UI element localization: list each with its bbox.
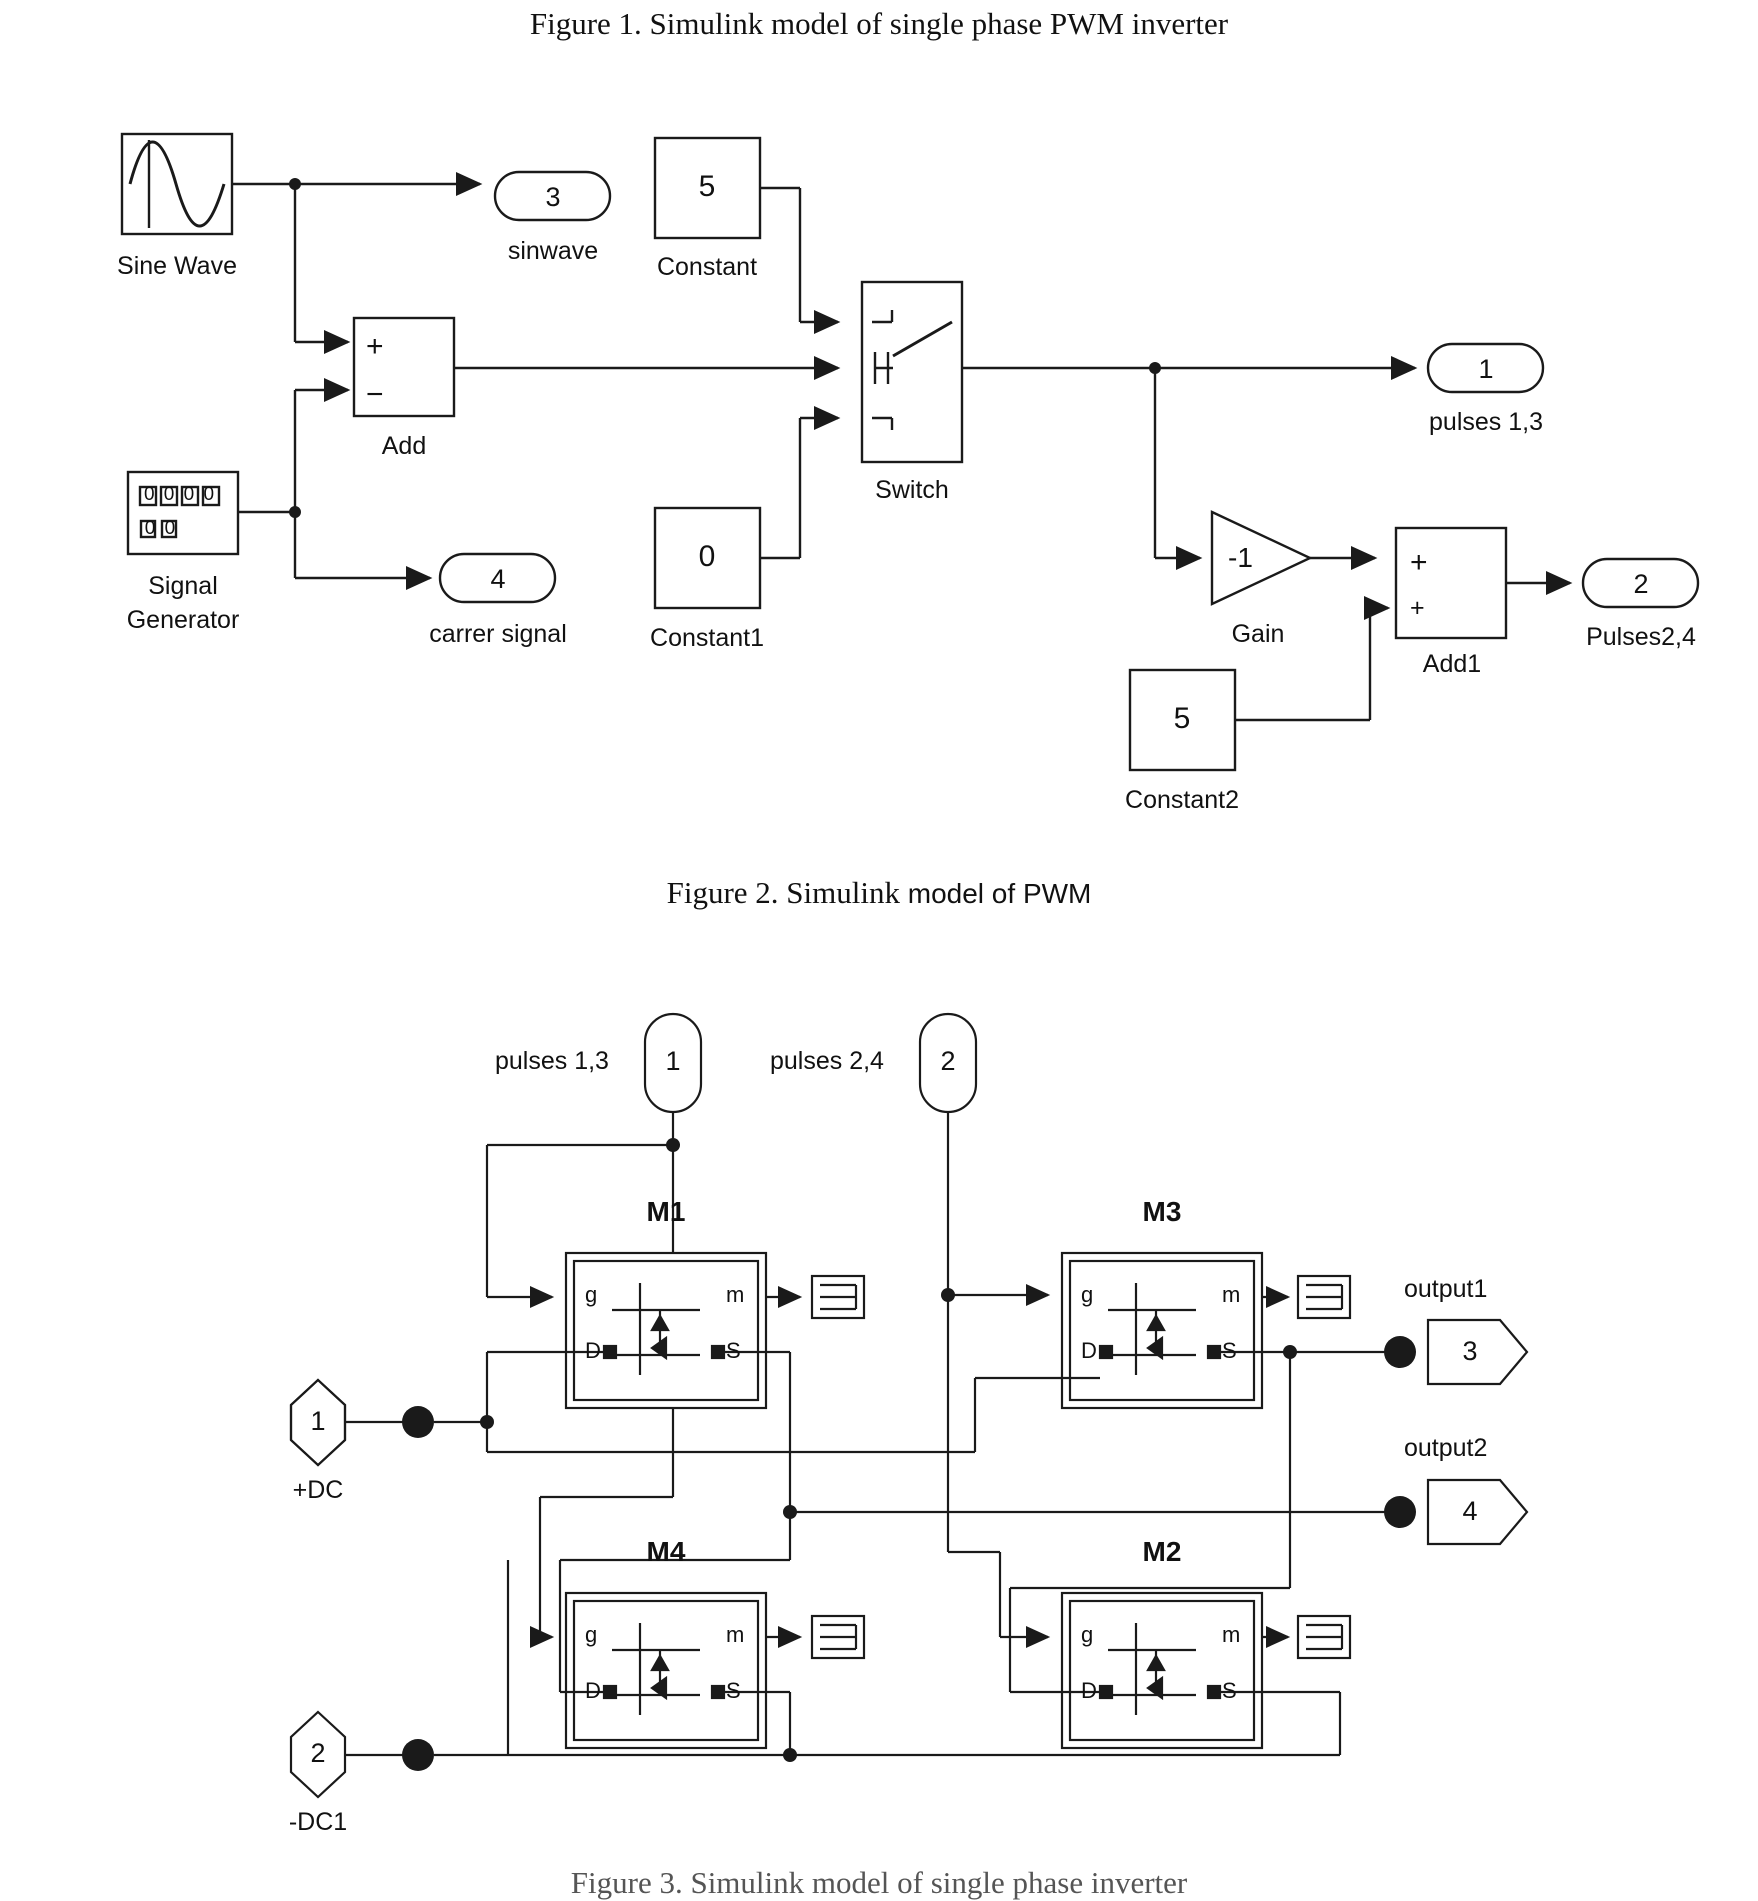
signal-generator-display-row2: 0 0 xyxy=(144,518,178,539)
m3-meas-label: m xyxy=(1222,1282,1241,1307)
minus-dc-inport xyxy=(289,1710,347,1799)
m1-source-label: S xyxy=(726,1338,741,1363)
pulses13-inport-number: 1 xyxy=(665,1046,681,1076)
m2-gate-label: g xyxy=(1081,1622,1094,1647)
output1-label: output1 xyxy=(1404,1275,1488,1303)
sine-wave-label: Sine Wave xyxy=(117,252,237,280)
figure1-caption: Figure 1. Simulink model of single phase… xyxy=(529,6,1229,41)
add1-plus-a: + xyxy=(1410,546,1428,579)
m4-meas-label: m xyxy=(726,1622,745,1647)
output1-number: 3 xyxy=(1462,1336,1478,1366)
m4-source-label: S xyxy=(726,1678,741,1703)
switch-block xyxy=(860,280,964,464)
m4-label: M4 xyxy=(646,1536,686,1567)
switch-label: Switch xyxy=(875,476,949,504)
sinwave-port-number: 3 xyxy=(545,182,561,212)
add1-plus-b: + xyxy=(1410,594,1425,622)
m1-gate-label: g xyxy=(585,1282,598,1307)
minus-dc-inport-label: -DC1 xyxy=(288,1808,348,1836)
gain-value: -1 xyxy=(1228,542,1253,573)
figure2-caption-sans: model of PWM xyxy=(907,878,1092,909)
carrier-port-label: carrer signal xyxy=(429,620,567,648)
figure3-caption: Figure 3. Simulink model of single phase… xyxy=(570,1865,1188,1900)
pulses24-port-number: 2 xyxy=(1633,569,1649,599)
pulses13-port-label: pulses 1,3 xyxy=(1429,408,1543,436)
m3-label: M3 xyxy=(1142,1196,1182,1227)
m4-drain-label: D xyxy=(585,1678,601,1703)
output2-outport xyxy=(1426,1478,1529,1546)
pulses24-inport-number: 2 xyxy=(940,1046,956,1076)
pulses24-port-label: Pulses2,4 xyxy=(1586,623,1696,651)
add-plus-symbol: + xyxy=(366,330,384,363)
minus-dc-inport-number: 2 xyxy=(310,1738,326,1768)
sinwave-port-label: sinwave xyxy=(507,237,599,265)
m4-gate-label: g xyxy=(585,1622,598,1647)
constant-value: 5 xyxy=(698,170,716,203)
m1-label: M1 xyxy=(646,1196,686,1227)
constant2-block xyxy=(1128,668,1237,772)
add-block xyxy=(352,316,456,418)
output2-number: 4 xyxy=(1462,1496,1478,1526)
m2-label: M2 xyxy=(1142,1536,1182,1567)
constant1-value: 0 xyxy=(698,540,716,573)
add1-block xyxy=(1394,526,1508,640)
plus-dc-inport-number: 1 xyxy=(310,1406,326,1436)
constant2-value: 5 xyxy=(1173,702,1191,735)
pulses13-port-number: 1 xyxy=(1478,354,1494,384)
m1-meas-label: m xyxy=(726,1282,745,1307)
m3-source-label: S xyxy=(1222,1338,1237,1363)
m2-drain-label: D xyxy=(1081,1678,1097,1703)
m2-source-label: S xyxy=(1222,1678,1237,1703)
m3-gate-label: g xyxy=(1081,1282,1094,1307)
figure2-caption-serif: Figure 2. Simulink xyxy=(666,875,908,910)
pulses24-outport xyxy=(1581,557,1700,609)
constant-block xyxy=(653,136,762,240)
constant2-label: Constant2 xyxy=(1125,786,1239,814)
m2-meas-label: m xyxy=(1222,1622,1241,1647)
signal-generator-display-row1: 0 0 0 0 xyxy=(143,484,217,505)
add-label: Add xyxy=(381,432,427,460)
pulses13-outport xyxy=(1426,342,1545,394)
gain-label: Gain xyxy=(1231,620,1285,648)
m1-drain-label: D xyxy=(585,1338,601,1363)
output1-outport xyxy=(1426,1318,1529,1386)
signal-generator-label-1: Signal xyxy=(148,572,218,600)
carrier-port-number: 4 xyxy=(490,564,506,594)
figure2-caption: Figure 2. Simulink model of PWM xyxy=(0,875,1758,911)
sinwave-outport xyxy=(493,170,612,222)
plus-dc-inport-label: +DC xyxy=(292,1476,344,1504)
add1-label: Add1 xyxy=(1422,650,1482,678)
constant1-block xyxy=(653,506,762,610)
constant-label: Constant xyxy=(656,253,758,281)
pulses24-inport-label: pulses 2,4 xyxy=(770,1047,884,1075)
figure2-svg xyxy=(120,132,1700,772)
gain-block xyxy=(1210,510,1313,606)
constant1-label: Constant1 xyxy=(650,624,764,652)
carrier-outport xyxy=(438,552,557,604)
pulses13-inport-label: pulses 1,3 xyxy=(495,1047,609,1075)
signal-generator-label-2: Generator xyxy=(126,606,240,634)
output2-label: output2 xyxy=(1404,1434,1488,1462)
m3-drain-label: D xyxy=(1081,1338,1097,1363)
add-minus-symbol: − xyxy=(366,378,384,411)
